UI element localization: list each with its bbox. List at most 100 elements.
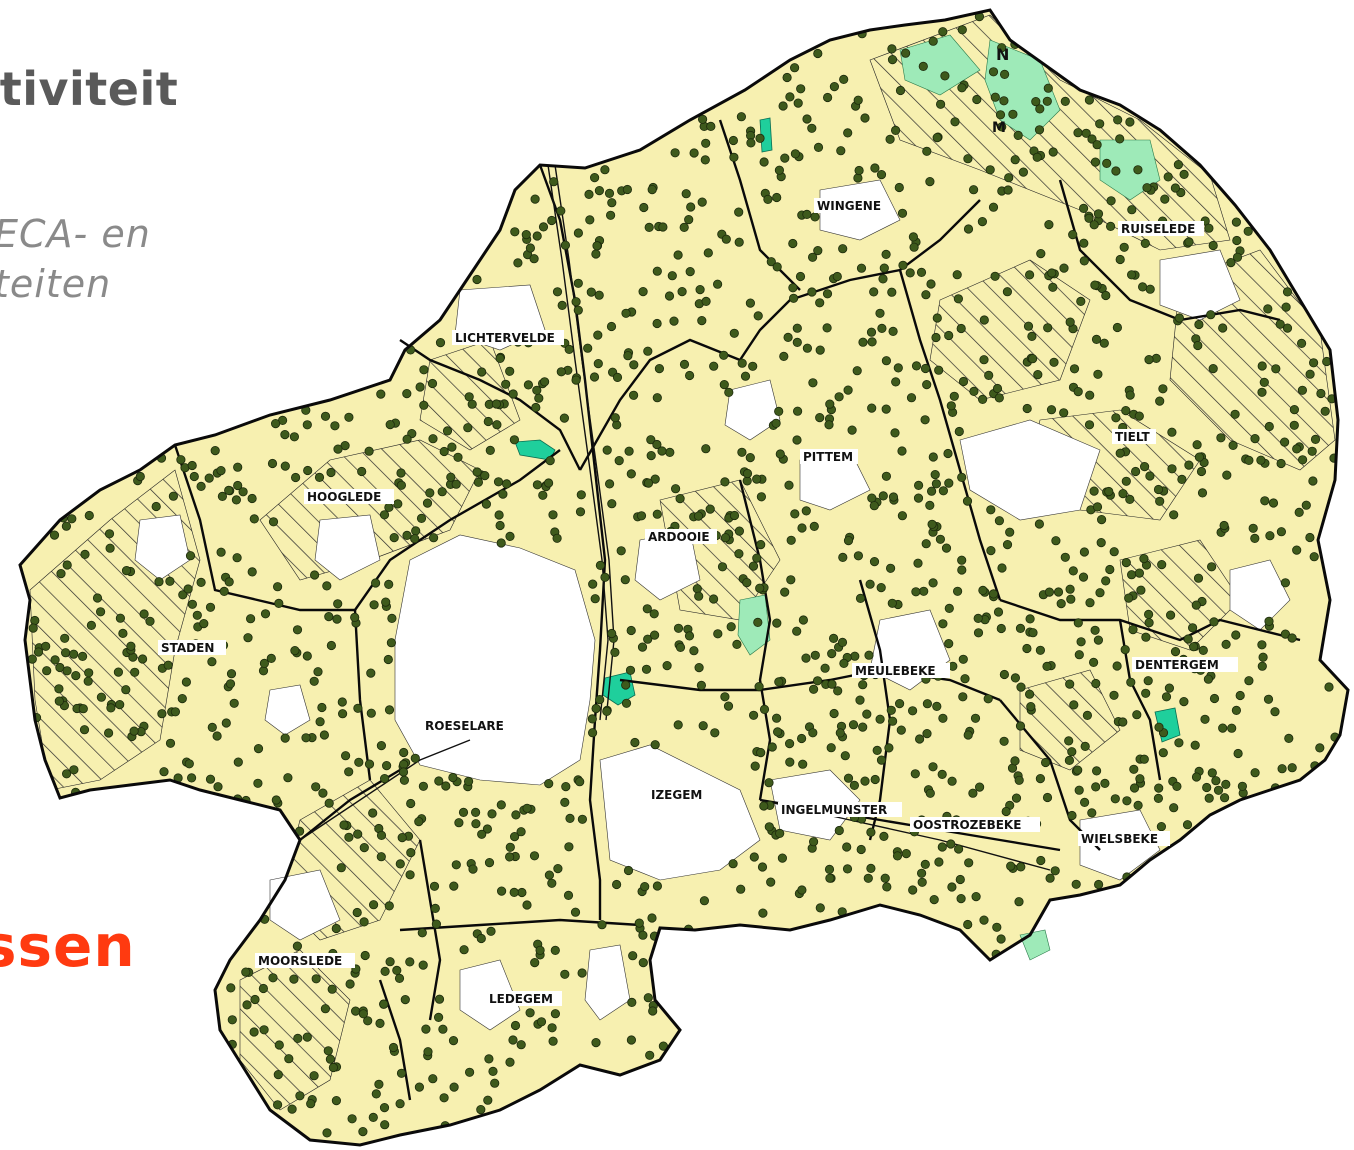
activity-point (917, 877, 927, 887)
activity-point (895, 85, 906, 96)
activity-point (84, 510, 94, 521)
activity-point (772, 192, 782, 203)
activity-point (1263, 304, 1273, 314)
activity-point (379, 1103, 390, 1113)
activity-point (732, 639, 742, 650)
activity-point (67, 514, 77, 524)
activity-point (790, 509, 800, 519)
activity-point (344, 832, 354, 842)
activity-point (775, 449, 785, 459)
activity-point (834, 392, 844, 402)
activity-point (33, 647, 44, 657)
activity-point (944, 638, 954, 649)
activity-point (641, 664, 652, 674)
activity-point (974, 782, 985, 792)
activity-point (1219, 520, 1229, 531)
activity-point (1127, 205, 1137, 215)
activity-point (326, 467, 336, 478)
activity-point (591, 1038, 601, 1048)
activity-point (1028, 628, 1038, 638)
activity-point (1047, 268, 1057, 278)
activity-point (301, 733, 311, 743)
activity-point (662, 660, 672, 671)
activity-point (847, 425, 857, 435)
activity-point (878, 491, 888, 501)
activity-point (909, 242, 919, 252)
activity-point (665, 447, 675, 457)
activity-point (439, 446, 449, 457)
activity-point (1153, 484, 1164, 495)
activity-point (1079, 203, 1089, 213)
activity-point (973, 613, 983, 624)
activity-point (509, 831, 520, 842)
activity-point (925, 500, 935, 510)
activity-point (374, 1079, 384, 1089)
activity-point (1071, 879, 1081, 889)
activity-point (586, 287, 596, 297)
activity-point (311, 974, 321, 984)
activity-point (550, 945, 560, 956)
activity-point (1089, 220, 1099, 230)
activity-point (949, 391, 959, 401)
activity-point (890, 428, 900, 438)
activity-point (796, 733, 807, 744)
activity-point (869, 556, 880, 567)
activity-point (971, 891, 981, 902)
activity-point (525, 243, 536, 253)
activity-point (1044, 587, 1055, 597)
activity-point (323, 1046, 333, 1056)
activity-point (900, 48, 911, 58)
activity-point (1056, 598, 1066, 609)
activity-point (1144, 609, 1154, 620)
activity-point (960, 674, 970, 684)
activity-point (605, 210, 616, 220)
activity-point (645, 1050, 655, 1060)
activity-point (1111, 166, 1121, 176)
activity-point (792, 435, 802, 445)
activity-point (476, 1105, 486, 1115)
activity-point (808, 728, 818, 738)
activity-point (829, 708, 839, 719)
activity-point (357, 466, 367, 477)
activity-point (956, 323, 966, 334)
activity-point (928, 452, 938, 462)
activity-point (664, 291, 675, 301)
activity-point (434, 994, 445, 1004)
activity-point (1105, 564, 1115, 575)
activity-point (205, 774, 216, 784)
activity-point (1092, 140, 1102, 150)
activity-point (289, 974, 299, 984)
activity-point (835, 728, 845, 738)
activity-point (643, 346, 653, 356)
activity-point (772, 727, 783, 737)
activity-point (713, 629, 723, 639)
activity-point (1292, 444, 1302, 454)
activity-point (547, 1023, 557, 1033)
activity-point (1144, 354, 1154, 365)
activity-point (626, 469, 636, 479)
activity-point (274, 598, 284, 609)
activity-point (684, 370, 695, 381)
activity-point (644, 222, 654, 232)
activity-point (1124, 593, 1134, 603)
activity-point (1191, 772, 1202, 782)
activity-point (309, 1071, 319, 1081)
activity-point (559, 413, 570, 423)
activity-point (1073, 128, 1083, 138)
activity-point (1093, 209, 1104, 219)
activity-point (525, 1008, 535, 1018)
activity-point (812, 676, 823, 686)
activity-point (1042, 792, 1053, 803)
activity-point (1025, 270, 1035, 280)
activity-point (947, 776, 957, 786)
activity-point (521, 230, 531, 240)
activity-point (943, 448, 953, 459)
activity-point (893, 363, 903, 373)
activity-point (979, 355, 989, 365)
activity-point (901, 848, 911, 859)
activity-point (505, 531, 515, 542)
activity-point (1041, 757, 1051, 768)
activity-point (399, 747, 409, 758)
activity-point (881, 249, 891, 259)
activity-point (441, 781, 451, 791)
